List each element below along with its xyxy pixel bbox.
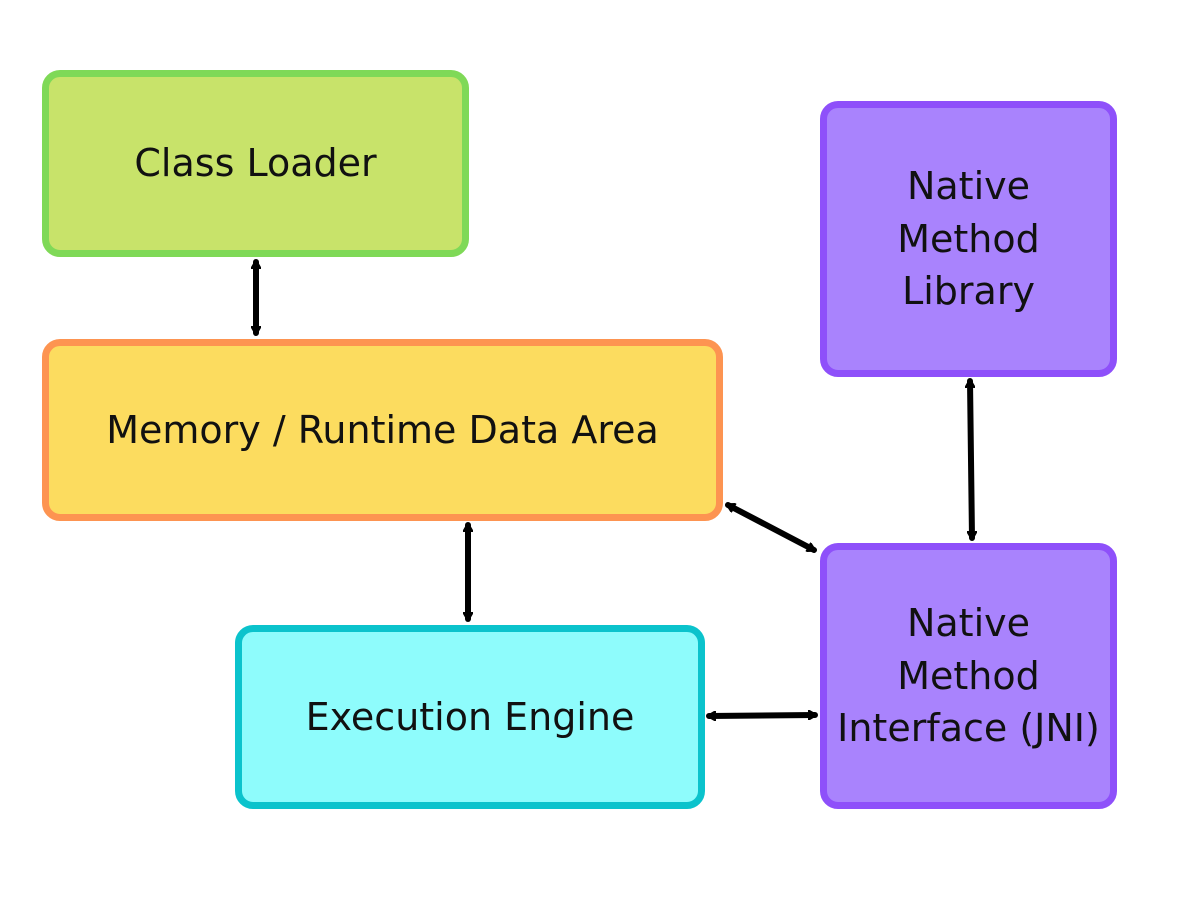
execution-engine-label: Execution Engine [305, 694, 635, 739]
native-method-library-box: Native Method Library [820, 101, 1117, 377]
execution-engine-box: Execution Engine [235, 625, 705, 809]
native-method-interface-line-1: Native [906, 601, 1031, 646]
native-method-interface-box: Native Method Interface (JNI) [820, 543, 1117, 809]
memory-runtime-data-area-box: Memory / Runtime Data Area [42, 339, 723, 521]
native-method-library-line-3: Library [902, 269, 1035, 314]
arrow-memory-jni [725, 502, 817, 553]
memory-runtime-data-area-label: Memory / Runtime Data Area [106, 407, 659, 452]
native-method-library-line-1: Native [906, 164, 1031, 209]
native-method-library-line-2: Method [897, 216, 1040, 261]
class-loader-label: Class Loader [134, 141, 377, 186]
native-method-interface-line-3: Interface (JNI) [837, 706, 1100, 751]
native-method-interface-line-2: Method [897, 653, 1040, 698]
native-method-interface-label: Native Method Interface (JNI) [837, 597, 1100, 754]
arrow-execution-jni [706, 715, 818, 716]
arrow-library-jni [970, 378, 972, 541]
class-loader-box: Class Loader [42, 70, 469, 257]
native-method-library-label: Native Method Library [897, 160, 1040, 317]
